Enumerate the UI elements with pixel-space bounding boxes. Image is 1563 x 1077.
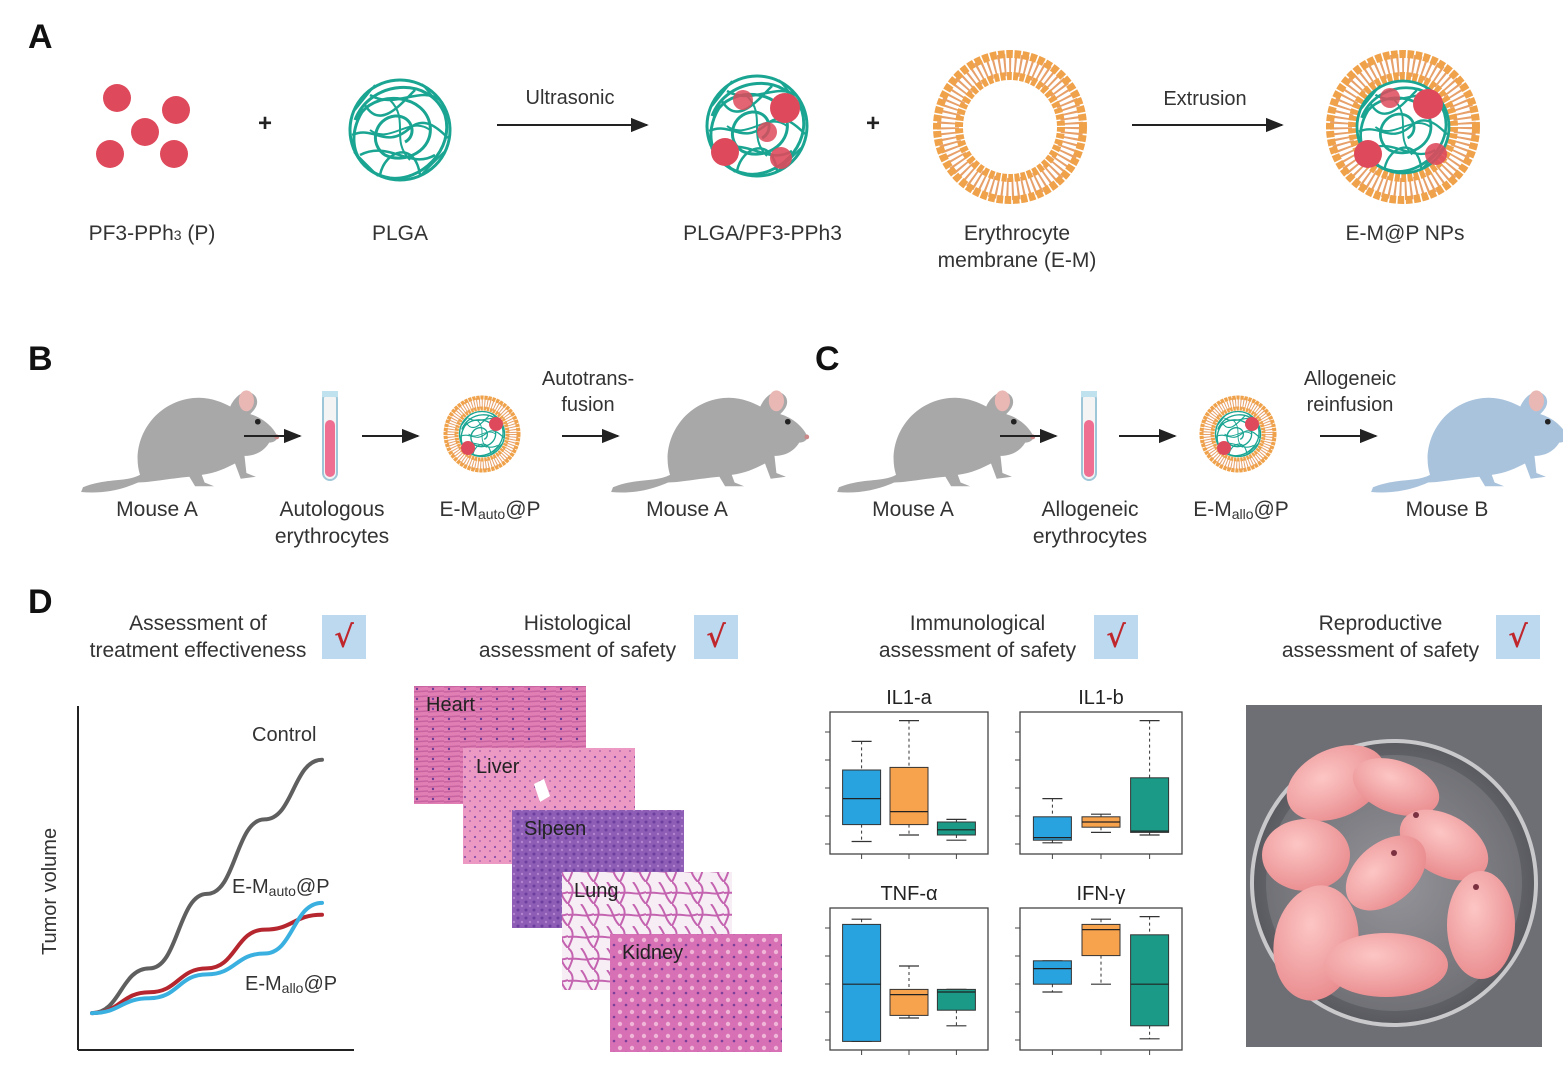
mouse-a-label: Mouse A [872,498,954,521]
series-label-auto: E-Mauto@P [232,876,330,899]
box-teal [936,821,976,836]
plga-illustration [348,78,452,182]
histology-image-stack: Heart Liver Slpeen Lung Kidney [414,686,782,1052]
mouse-icon [81,390,280,493]
mouse-a-label: Mouse A [646,498,728,521]
check-icon: √ [1496,615,1540,659]
emp-nanoparticle-illustration [1318,42,1488,212]
svg-text:Liver: Liver [476,756,520,778]
series-label-allo: E-Mallo@P [245,973,337,996]
tumor-volume-chart: Tumor volume Control E-Mauto@P E-Mallo@P [39,706,354,1051]
box-orange [889,766,929,826]
box-blue [1032,960,1072,985]
mouse-icon [837,390,1036,493]
autotransfusion-arrow [562,428,620,444]
box-teal [1130,777,1170,833]
emp-nps-label: E-M@P NPs [1345,222,1465,245]
extrusion-arrow [1132,117,1284,133]
emp-nanoparticle-icon [440,392,525,477]
box-teal [1130,934,1170,1027]
series-line-control [90,757,324,1016]
box-blue [842,769,882,826]
panel-label-b: B [28,340,53,378]
svg-text:√: √ [706,620,726,655]
y-axis-label: Tumor volume [39,828,61,955]
series-label-control: Control [252,724,316,746]
panel-label-a: A [28,18,53,56]
svg-text:Lung: Lung [574,880,619,902]
check-icon: √ [1094,615,1138,659]
ultrasonic-label: Ultrasonic [525,87,615,109]
histology-kidney: Kidney [610,934,782,1052]
panel-label-d: D [28,583,53,621]
plus-sign-2: + [866,110,881,137]
boxplot-title: TNF-α [880,883,937,905]
erythrocyte-membrane-illustration [925,42,1095,212]
check-icon: √ [694,615,738,659]
plus-sign: + [258,110,273,137]
series-line-allo [90,900,324,1016]
check-icon: √ [322,615,366,659]
svg-text:Kidney: Kidney [622,942,683,964]
plga-pf3-label: PLGA/PF3-PPh3 [683,222,842,245]
svg-text:√: √ [1106,620,1126,655]
mouse-a-label: Mouse A [116,498,198,521]
box-blue [1032,816,1072,841]
pf3-label: PF3-PPh3 (P) [88,222,216,245]
svg-text:Heart: Heart [426,694,475,716]
reinfusion-arrow [1320,428,1378,444]
blood-tube-icon [1081,391,1097,481]
series-line-auto [90,912,324,1016]
box-blue [842,923,882,1042]
emp-nanoparticle-icon [1196,392,1281,477]
flow-arrow [1000,428,1058,444]
flow-arrow [244,428,302,444]
autotransfusion-label: Autotrans-fusion [541,368,635,416]
svg-text:√: √ [1508,620,1528,655]
em-allo-p-label: E-Mallo@P [1193,498,1289,522]
flow-arrow [362,428,420,444]
mouse-icon [611,390,810,493]
panel-label-c: C [815,340,840,378]
boxplot-title: IL1-b [1078,687,1124,709]
svg-text:√: √ [334,620,354,655]
extrusion-label: Extrusion [1163,88,1247,110]
box-orange [889,988,929,1016]
mouse-icon [1371,390,1563,493]
plga-label: PLGA [371,222,429,245]
svg-text:Slpeen: Slpeen [524,818,586,840]
ultrasonic-arrow [497,117,649,133]
blood-tube-icon [322,391,338,481]
em-auto-p-label: E-Mauto@P [439,498,541,522]
boxplot-title: IL1-a [886,687,932,709]
box-teal [936,988,976,1011]
mouse-pups-photo [1246,705,1542,1047]
pf3-particles-illustration [96,84,190,168]
flow-arrow [1119,428,1177,444]
boxplot-title: IFN-γ [1077,883,1126,905]
mouse-b-label: Mouse B [1405,498,1489,521]
plga-pf3-illustration [705,74,809,178]
